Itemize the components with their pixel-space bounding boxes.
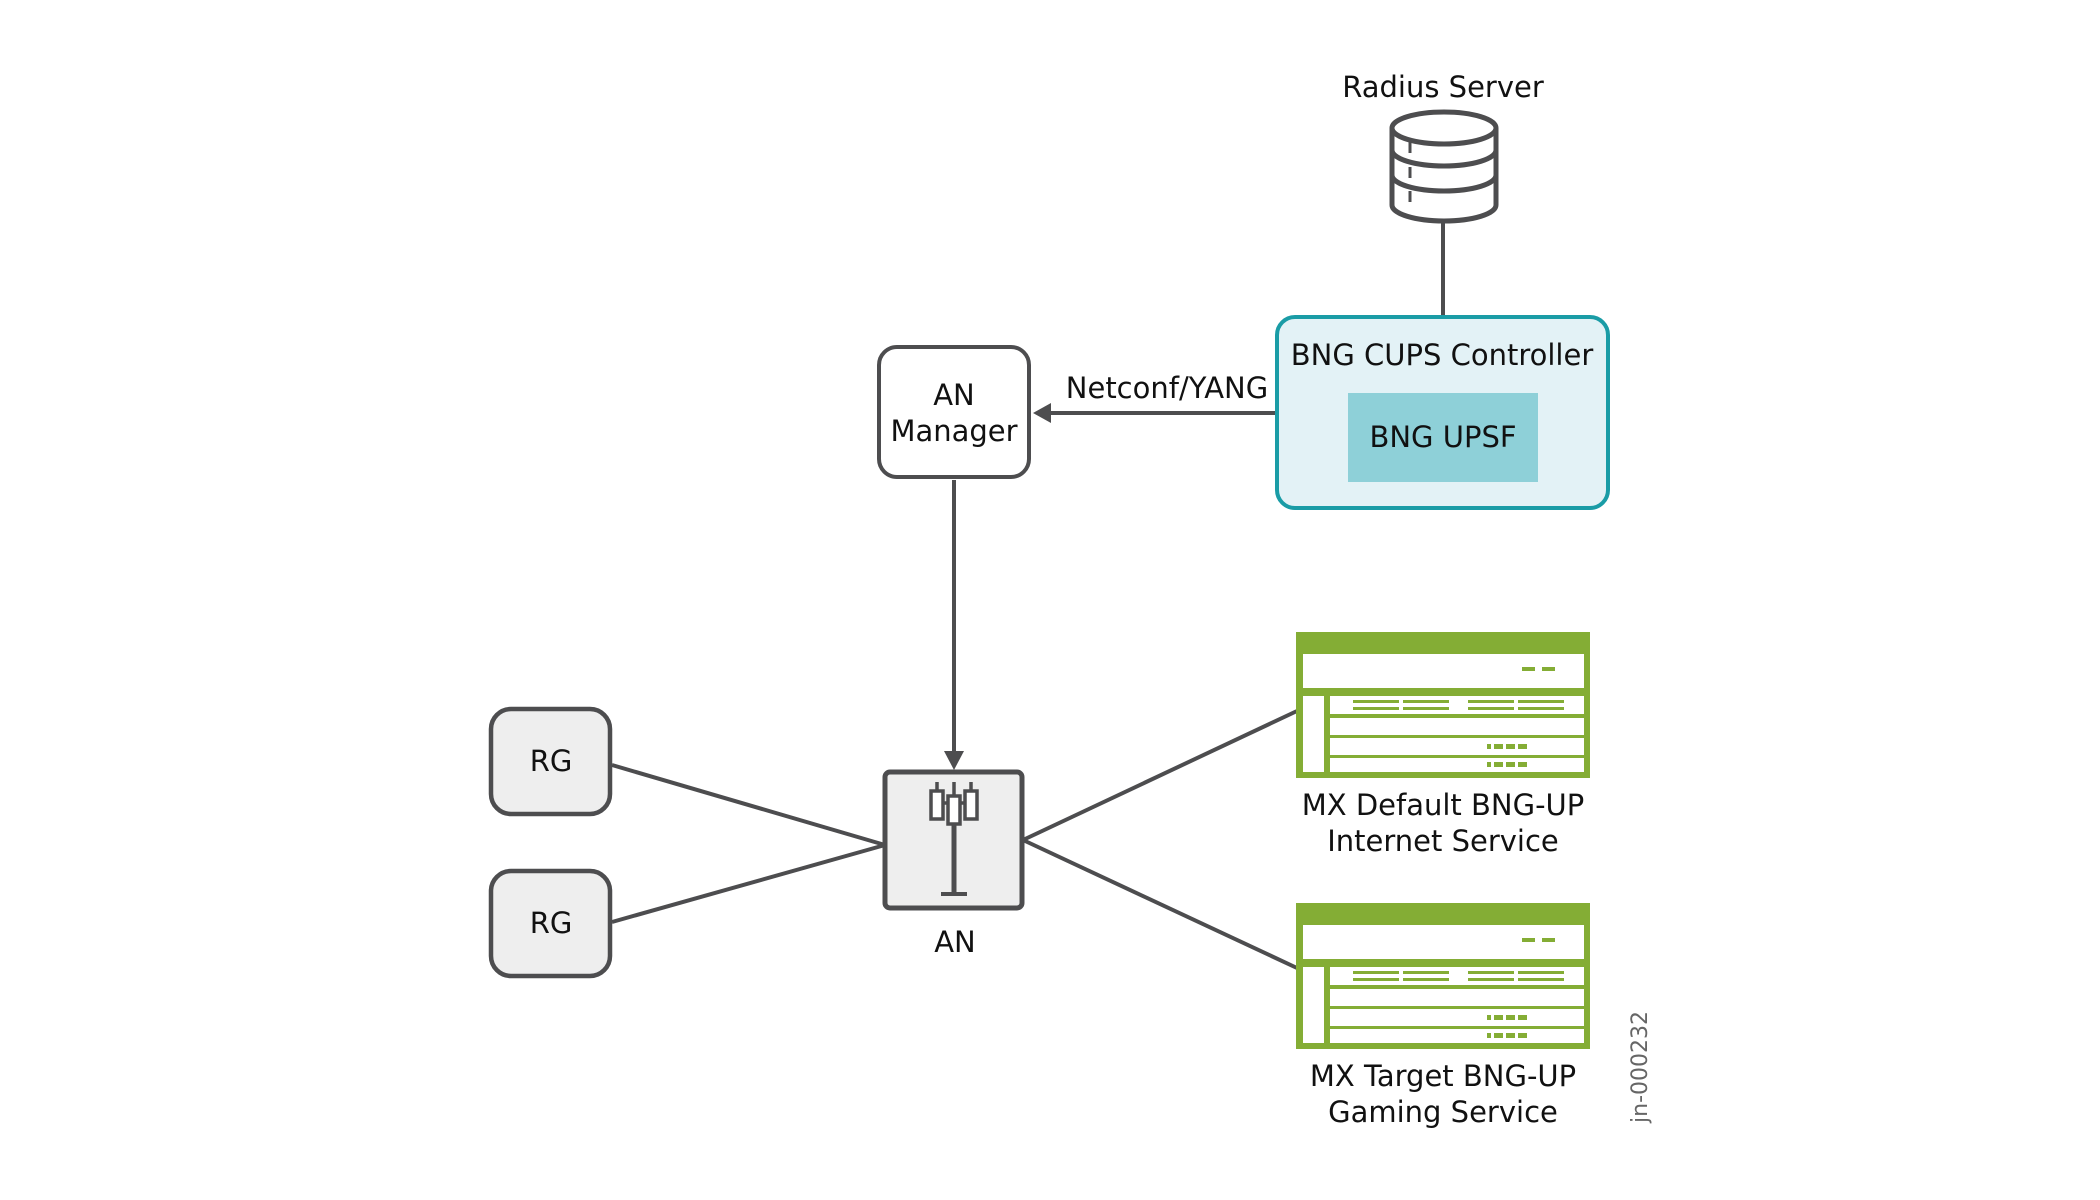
router-top-panel [1303,654,1584,688]
bng-upsf-box[interactable]: BNG UPSF [1348,393,1538,482]
router-port-strip [1518,707,1564,710]
router-line-card [1330,1009,1584,1026]
router-port [1506,744,1515,749]
cell-tower-icon [929,782,979,896]
router-port [1494,744,1503,749]
router-side-slot [1303,696,1324,772]
mx-target-router[interactable] [1296,903,1590,1049]
router-port [1506,1033,1515,1038]
an-label: AN [934,925,976,959]
router-side-slot [1303,967,1324,1043]
router-port-strip [1403,978,1449,981]
router-port-strip [1353,707,1399,710]
router-line-card [1330,758,1584,772]
router-led [1542,667,1555,671]
router-port-strip [1468,971,1514,974]
an-manager-label-line2: Manager [890,414,1017,448]
router-port [1518,762,1527,767]
router-port [1518,744,1527,749]
router-port-strip [1518,978,1564,981]
router-port [1506,762,1515,767]
router-port [1494,762,1503,767]
rg-2-label: RG [530,906,573,940]
router-port-strip [1468,707,1514,710]
mx-default-label-line2: Internet Service [1327,824,1559,858]
bng-cups-controller[interactable]: BNG CUPS Controller BNG UPSF [1275,315,1610,510]
router-port-strip [1353,971,1399,974]
router-line-card [1330,718,1584,735]
radius-server-label: Radius Server [1342,70,1544,104]
mx-default-router[interactable] [1296,632,1590,778]
mx-default-label-line1: MX Default BNG-UP [1302,788,1585,822]
mx-target-label-line1: MX Target BNG-UP [1310,1059,1576,1093]
rg-node-2[interactable]: RG [488,868,613,979]
an-manager-label-line1: AN [933,378,975,412]
router-line-card [1330,738,1584,755]
edge-label-netconf-yang: Netconf/YANG [1066,371,1268,405]
router-led [1522,667,1535,671]
edge-rg2-to-an [611,843,886,924]
router-port-strip [1518,971,1564,974]
router-port [1487,762,1491,767]
router-port-strip [1353,978,1399,981]
router-port [1487,1015,1491,1020]
router-line-card [1330,696,1584,714]
router-port-strip [1353,700,1399,703]
router-line-card [1330,1029,1584,1043]
router-port [1494,1015,1503,1020]
arrowhead-an [944,751,964,770]
edge-an-to-mx-default [1022,709,1298,842]
router-port [1506,1015,1515,1020]
router-line-card [1330,967,1584,985]
an-node[interactable] [882,769,1025,911]
bng-cups-controller-label: BNG CUPS Controller [1291,338,1594,372]
rg-1-label: RG [530,744,573,778]
router-port-strip [1468,978,1514,981]
router-port-strip [1403,707,1449,710]
router-port-strip [1403,700,1449,703]
arrowhead-an-manager [1033,403,1051,423]
mx-target-label-line2: Gaming Service [1328,1095,1558,1129]
router-top-panel [1303,925,1584,959]
router-port [1518,1015,1527,1020]
router-port-strip [1518,700,1564,703]
router-led [1522,938,1535,942]
router-port-strip [1468,700,1514,703]
an-manager-node[interactable]: AN Manager [877,345,1031,479]
rg-node-1[interactable]: RG [488,706,613,817]
edge-an-to-mx-target [1022,838,1298,970]
router-port-strip [1403,971,1449,974]
edge-rg1-to-an [611,763,886,847]
router-port [1494,1033,1503,1038]
router-port [1487,1033,1491,1038]
router-led [1542,938,1555,942]
router-line-card [1330,989,1584,1006]
router-port [1487,744,1491,749]
router-port [1518,1033,1527,1038]
database-icon [1389,109,1499,224]
figure-id: jn-000232 [1628,1011,1653,1124]
bng-upsf-label: BNG UPSF [1369,420,1516,454]
